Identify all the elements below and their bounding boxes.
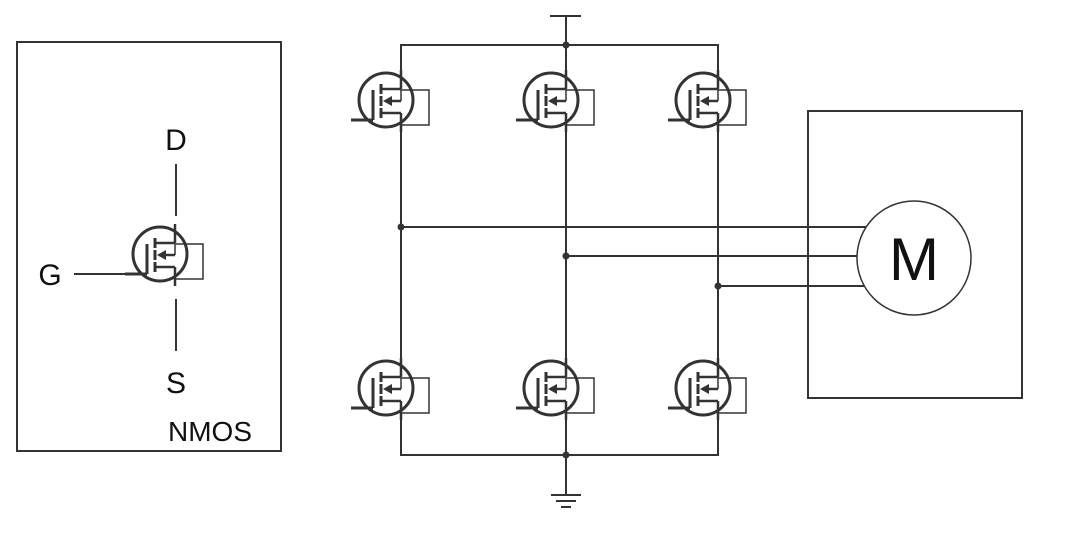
legend-panel: D G S NMOS: [16, 41, 282, 452]
nmos-transistor-icon: [123, 222, 205, 288]
motor-icon: [856, 200, 972, 316]
motor-panel: M: [807, 110, 1023, 399]
motor-frame: [807, 110, 1023, 399]
drain-label: D: [165, 124, 187, 157]
transistor-q2: [349, 356, 431, 422]
device-type-label: NMOS: [168, 416, 252, 447]
gate-label: G: [38, 259, 61, 292]
ground-icon: [551, 454, 581, 508]
source-label: S: [166, 367, 186, 400]
transistor-q5: [666, 68, 748, 134]
transistor-q4: [514, 356, 596, 422]
transistor-q6: [666, 356, 748, 422]
transistor-q1: [349, 68, 431, 134]
legend-frame: [16, 41, 282, 452]
bridge: [349, 15, 867, 508]
motor-symbol-label: M: [889, 226, 939, 293]
supply-rail-icon: [550, 15, 581, 46]
transistor-q3: [514, 68, 596, 134]
